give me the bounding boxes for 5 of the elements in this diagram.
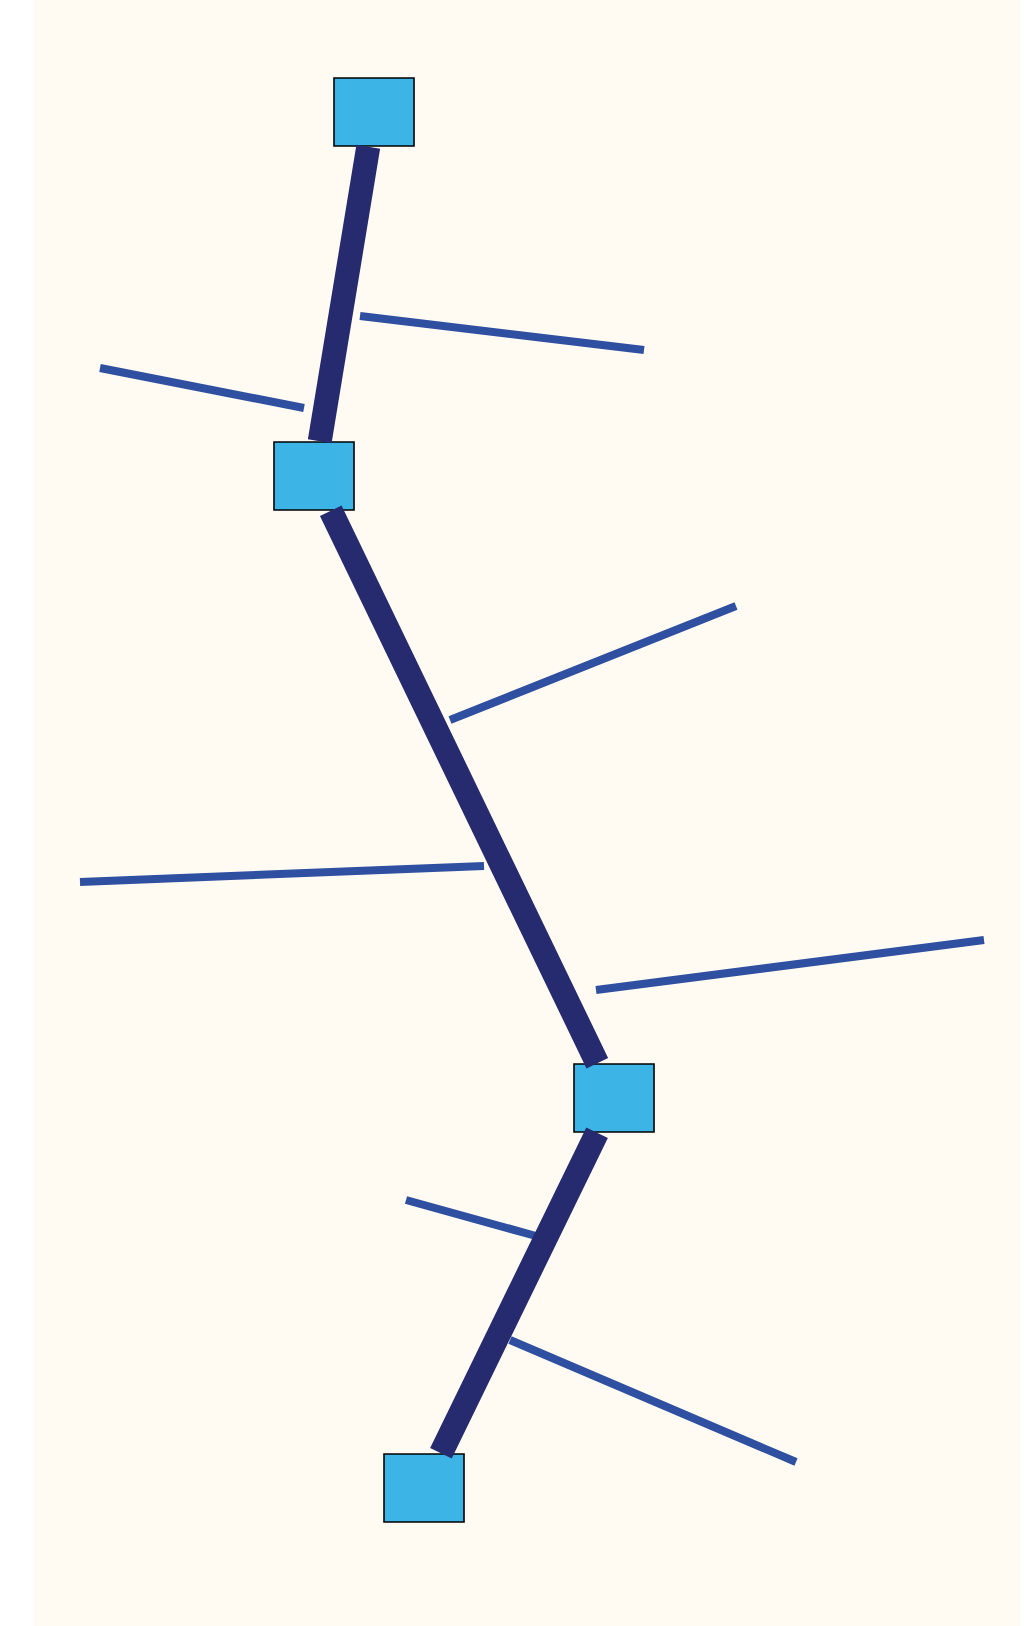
square-node xyxy=(383,1453,465,1523)
square-node xyxy=(573,1063,655,1133)
square-node xyxy=(333,77,415,147)
square-node xyxy=(273,441,355,511)
trunk-line xyxy=(307,144,381,444)
